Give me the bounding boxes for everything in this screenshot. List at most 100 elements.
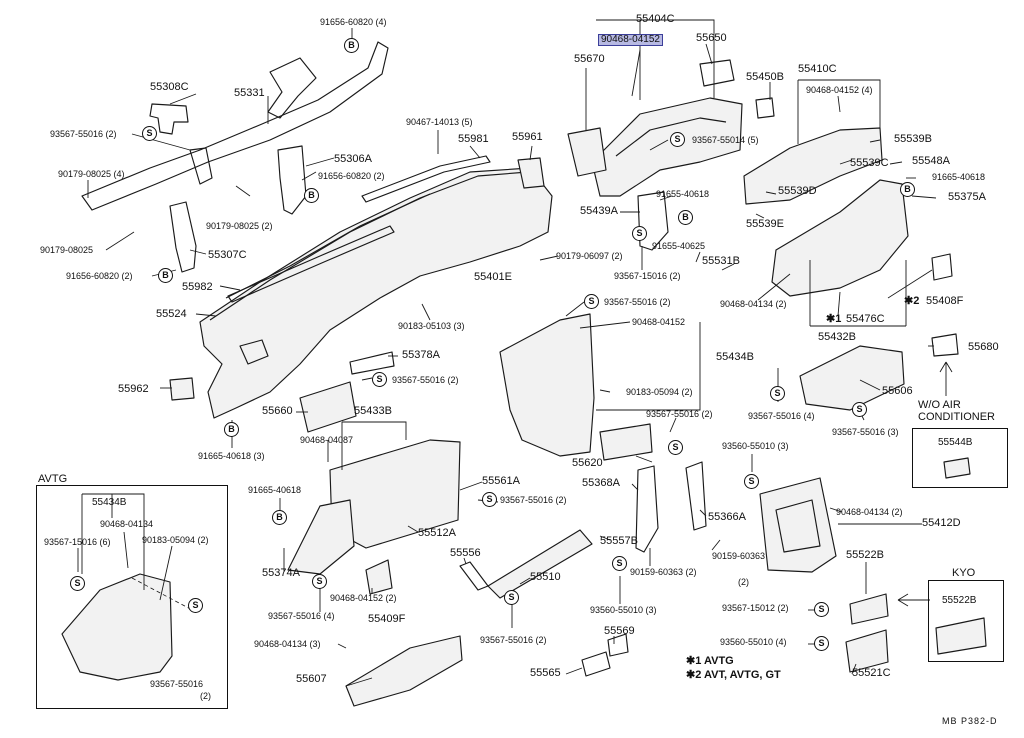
screw-marker: S — [612, 556, 627, 571]
screw-marker: S — [670, 132, 685, 147]
screw-marker: S — [632, 226, 647, 241]
bolt-marker: B — [678, 210, 693, 225]
part-label: 55569 — [604, 625, 635, 637]
bolt-marker: B — [224, 422, 239, 437]
part-label: 90183-05094 (2) — [626, 387, 693, 397]
part-label: 55557B — [600, 535, 638, 547]
part-label: 91665-40618 — [248, 485, 302, 495]
part-label: 55374A — [262, 567, 300, 579]
part-label: 93567-15016 (2) — [614, 271, 681, 281]
inset-avtg-part-1: 55434B — [92, 497, 127, 508]
part-label: 90468-04087 — [300, 435, 354, 445]
inset-avtg-part-3: 93567-15016 (6) — [44, 537, 111, 547]
part-55544b — [943, 457, 971, 479]
part-label: 93567-55016 (4) — [748, 411, 815, 421]
dash-panel-55401e — [199, 167, 553, 419]
inset-avtg-title: AVTG — [38, 473, 68, 485]
part-label: 93567-55016 (3) — [832, 427, 899, 437]
bolt-marker: B — [900, 182, 915, 197]
part-label: 91656-60820 (2) — [318, 171, 385, 181]
part-label: 55670 — [574, 53, 605, 65]
footnote-marker: ✱2 — [904, 295, 920, 307]
bolt-marker: B — [304, 188, 319, 203]
part-label: 90179-08025 — [40, 245, 94, 255]
part-label-highlighted[interactable]: 90468-04152 — [598, 34, 663, 46]
part-label: 93567-55016 (4) — [268, 611, 335, 621]
footnote-marker: ✱1 — [826, 313, 842, 325]
bolt-marker: B — [272, 510, 287, 525]
part-label: 55962 — [118, 383, 149, 395]
part-label: 55366A — [708, 511, 746, 523]
part-label: 55410C — [798, 63, 837, 75]
glove-door-55374a — [287, 499, 355, 575]
cluster-panel-55410c — [743, 127, 883, 205]
part-55408f — [931, 253, 953, 281]
part-55522b-kyo — [935, 617, 987, 655]
part-label: 55412D — [922, 517, 961, 529]
part-label: 55409F — [368, 613, 406, 625]
part-label: 55308C — [150, 81, 189, 93]
inset-avtg-part-2: 90468-04134 — [100, 519, 154, 529]
screw-marker: S — [584, 294, 599, 309]
part-label: 55378A — [402, 349, 440, 361]
part-label: 55981 — [458, 133, 489, 145]
part-label: 55510 — [530, 571, 561, 583]
part-label: 55548A — [912, 155, 950, 167]
bolt-marker: B — [158, 268, 173, 283]
part-label: 90468-04152 — [632, 317, 686, 327]
part-55432b — [799, 345, 905, 411]
part-55522b — [849, 593, 889, 625]
part-label: 55408F — [926, 295, 964, 307]
part-label: 91656-60820 (2) — [66, 271, 133, 281]
part-label: 93560-55010 (3) — [590, 605, 657, 615]
part-label: 55401E — [474, 271, 512, 283]
screw-marker: S — [372, 372, 387, 387]
part-label: 93567-55016 (2) — [604, 297, 671, 307]
inset-no-ac-part: 55544B — [938, 437, 973, 448]
part-label: 90179-06097 (2) — [556, 251, 623, 261]
part-label: 93567-55016 (2) — [646, 409, 713, 419]
leader-lines — [77, 19, 937, 687]
part-label: 90179-08025 (4) — [58, 169, 125, 179]
part-label: 93560-55010 (4) — [720, 637, 787, 647]
part-label: 55607 — [296, 673, 327, 685]
bracket-55366a — [685, 461, 707, 531]
screw-marker: S — [814, 636, 829, 651]
part-label: 90468-04152 (4) — [806, 85, 873, 95]
part-label: 55476C — [846, 313, 885, 325]
part-label: 55961 — [512, 131, 543, 143]
part-label: 55539D — [778, 185, 817, 197]
part-label: 55432B — [818, 331, 856, 343]
part-label: 55450B — [746, 71, 784, 83]
bolt-marker: B — [344, 38, 359, 53]
part-label: 90467-14013 (5) — [406, 117, 473, 127]
part-label: 55539E — [746, 218, 784, 230]
part-55650 — [699, 59, 735, 87]
screw-marker: S — [852, 402, 867, 417]
inset-avtg-part-6: (2) — [200, 691, 211, 701]
inset-kyo-box — [928, 580, 1004, 662]
part-label: 91656-60820 (4) — [320, 17, 387, 27]
page-reference: MB P382-D — [942, 716, 998, 726]
part-label: 93567-55016 (2) — [392, 375, 459, 385]
center-panel-avtg — [61, 573, 173, 681]
inset-no-ac-box — [912, 428, 1008, 488]
part-label: 55606 — [882, 385, 913, 397]
part-label: 90183-05103 (3) — [398, 321, 465, 331]
part-label: 93567-55016 (2) — [480, 635, 547, 645]
part-label: 55306A — [334, 153, 372, 165]
bracket-55306a — [277, 145, 307, 215]
part-label: 93567-55014 (5) — [692, 135, 759, 145]
part-label: 93567-55016 (2) — [50, 129, 117, 139]
part-label: 90468-04134 (2) — [720, 299, 787, 309]
part-label: 55434B — [716, 351, 754, 363]
screw-marker: S — [770, 386, 785, 401]
part-label: 90159-60363 (2) — [630, 567, 697, 577]
part-label: 91655-40625 — [652, 241, 706, 251]
part-label: 55524 — [156, 308, 187, 320]
inset-kyo-part: 55522B — [942, 595, 977, 606]
part-label: 90468-04134 (3) — [254, 639, 321, 649]
part-55569 — [607, 633, 629, 657]
inset-avtg-part-4: 90183-05094 (2) — [142, 535, 209, 545]
